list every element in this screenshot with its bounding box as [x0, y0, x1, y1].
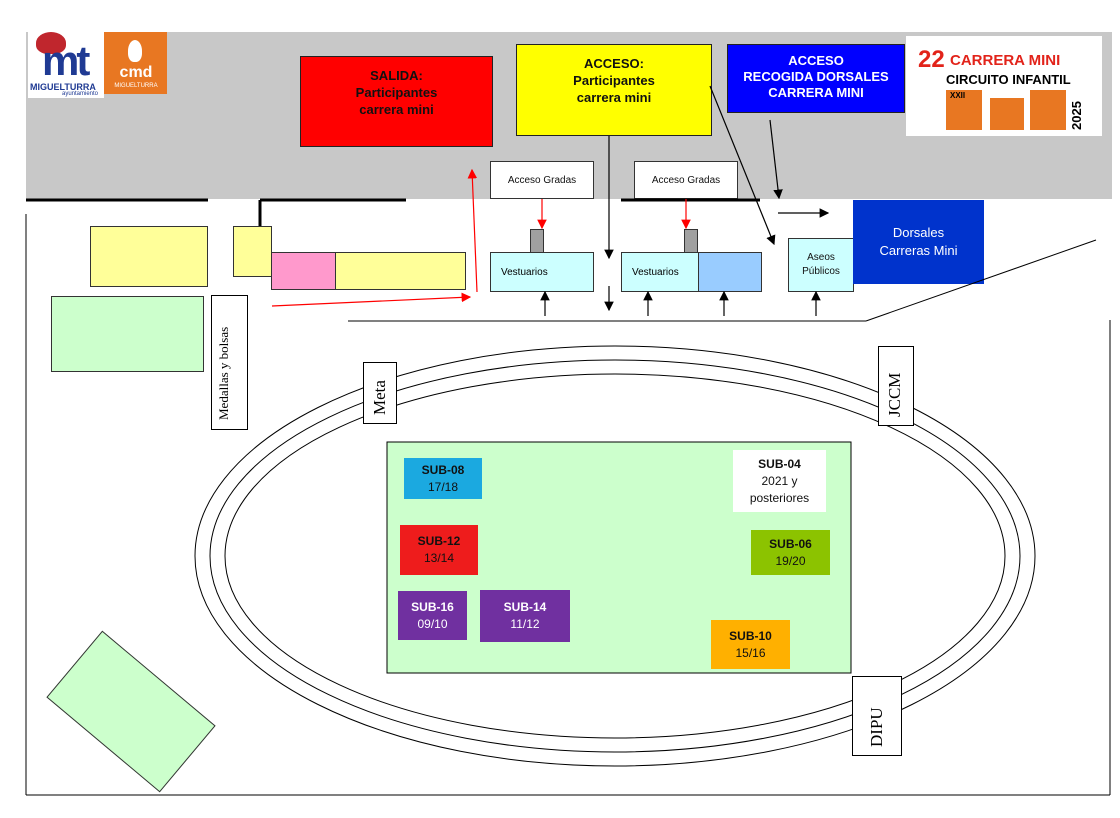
category-sub04-years: 2021 y posteriores: [749, 473, 810, 505]
event-number: 22: [918, 46, 945, 73]
dipu-label: DIPU: [867, 707, 886, 747]
meta-label-box: Meta: [363, 362, 397, 424]
vestuarios-1-label: Vestuarios: [501, 266, 548, 278]
acceso-line-3: carrera mini: [576, 90, 652, 105]
aseos-line-2: Públicos: [802, 266, 840, 277]
acceso-gradas-2-label: Acceso Gradas: [651, 174, 721, 186]
salida-sign: SALIDA: Participantes carrera mini: [300, 56, 493, 147]
black-arrows: [540, 85, 830, 316]
cmd-initials: cmd: [119, 64, 153, 81]
acceso-gradas-1: Acceso Gradas: [490, 161, 594, 199]
logo-flower-icon: [36, 32, 66, 54]
boundary-walls: [26, 198, 760, 226]
category-sub08-years: 17/18: [427, 479, 459, 494]
vestuarios-2-label: Vestuarios: [632, 266, 679, 278]
aseos-line-1: Aseos: [807, 252, 835, 263]
event-title: CARRERA MINI: [950, 52, 1061, 69]
category-sub10-years: 15/16: [735, 645, 766, 660]
category-sub16-name: SUB-16: [411, 599, 454, 614]
acceso-sign: ACCESO: Participantes carrera mini: [516, 44, 712, 136]
category-sub12-name: SUB-12: [417, 534, 461, 548]
category-sub06: SUB-06 19/20: [751, 530, 830, 575]
category-sub08-name: SUB-08: [421, 462, 465, 477]
zone-yellow-small: [233, 226, 272, 277]
vestuarios-2: Vestuarios: [621, 252, 699, 292]
event-subtitle: CIRCUITO INFANTIL: [946, 72, 1071, 87]
edition-badge-1: [946, 90, 982, 130]
dorsales-box: Dorsales Carreras Mini: [853, 200, 984, 284]
miguelturra-logo: mt MIGUELTURRA ayuntamiento: [28, 30, 104, 98]
logo-initials: mt: [42, 37, 90, 84]
dipu-label-box: DIPU: [852, 676, 902, 756]
salida-line-3: carrera mini: [359, 102, 434, 117]
zone-yellow-1: [90, 226, 208, 287]
recogida-line-1: ACCESO: [788, 53, 844, 68]
acceso-line-1: ACCESO:: [584, 56, 644, 71]
running-track: [194, 345, 1036, 767]
cmd-logo: cmd MIGUELTURRA: [104, 32, 167, 94]
acceso-gradas-1-label: Acceso Gradas: [507, 174, 577, 186]
event-logo: 22 CARRERA MINI CIRCUITO INFANTIL XXII 2…: [906, 36, 1102, 136]
category-sub10: SUB-10 15/16: [711, 620, 790, 669]
edition-text: XXII: [950, 91, 966, 100]
zone-green-1: [51, 296, 204, 372]
category-sub16-years: 09/10: [417, 616, 448, 631]
category-sub08: SUB-08 17/18: [404, 458, 482, 499]
category-sub14-name: SUB-14: [503, 600, 547, 614]
category-sub04-name: SUB-04: [758, 456, 801, 471]
recogida-sign: ACCESO RECOGIDA DORSALES CARRERA MINI: [727, 44, 905, 113]
vestuarios-1: Vestuarios: [490, 252, 594, 292]
category-sub06-name: SUB-06: [769, 536, 812, 551]
jccm-label-box: JCCM: [878, 346, 914, 426]
vestuarios-2-annex: [698, 252, 762, 292]
jccm-label: JCCM: [885, 372, 904, 417]
meta-label: Meta: [370, 380, 389, 415]
recogida-line-3: CARRERA MINI: [768, 85, 864, 100]
medallas-box: Medallas y bolsas: [211, 295, 248, 430]
red-arrows: [271, 168, 691, 307]
site-outline: [25, 214, 1111, 796]
recogida-line-2: RECOGIDA DORSALES: [743, 69, 889, 84]
edition-badge-2: [990, 98, 1024, 130]
category-sub12-years: 13/14: [423, 551, 455, 565]
category-sub14-years: 11/12: [510, 617, 540, 631]
cmd-name: MIGUELTURRA: [114, 83, 158, 89]
category-sub16: SUB-16 09/10: [398, 591, 467, 640]
logo-name: MIGUELTURRA: [30, 82, 96, 92]
salida-line-2: Participantes: [355, 85, 438, 100]
zone-yellow-2: [335, 252, 466, 290]
category-sub10-name: SUB-10: [729, 628, 772, 643]
category-sub06-years: 19/20: [775, 553, 806, 568]
edition-badge-3: [1030, 90, 1066, 130]
salida-line-1: SALIDA:: [370, 68, 423, 83]
logo-subname: ayuntamiento: [62, 91, 99, 97]
category-sub14: SUB-14 11/12: [480, 590, 570, 642]
category-sub12: SUB-12 13/14: [400, 525, 478, 575]
acceso-line-2: Participantes: [573, 73, 655, 88]
dorsales-line-2: Carreras Mini: [879, 243, 958, 258]
dorsales-line-1: Dorsales: [892, 225, 945, 240]
category-sub04: SUB-04 2021 y posteriores: [733, 450, 826, 512]
flame-icon: [128, 40, 142, 62]
